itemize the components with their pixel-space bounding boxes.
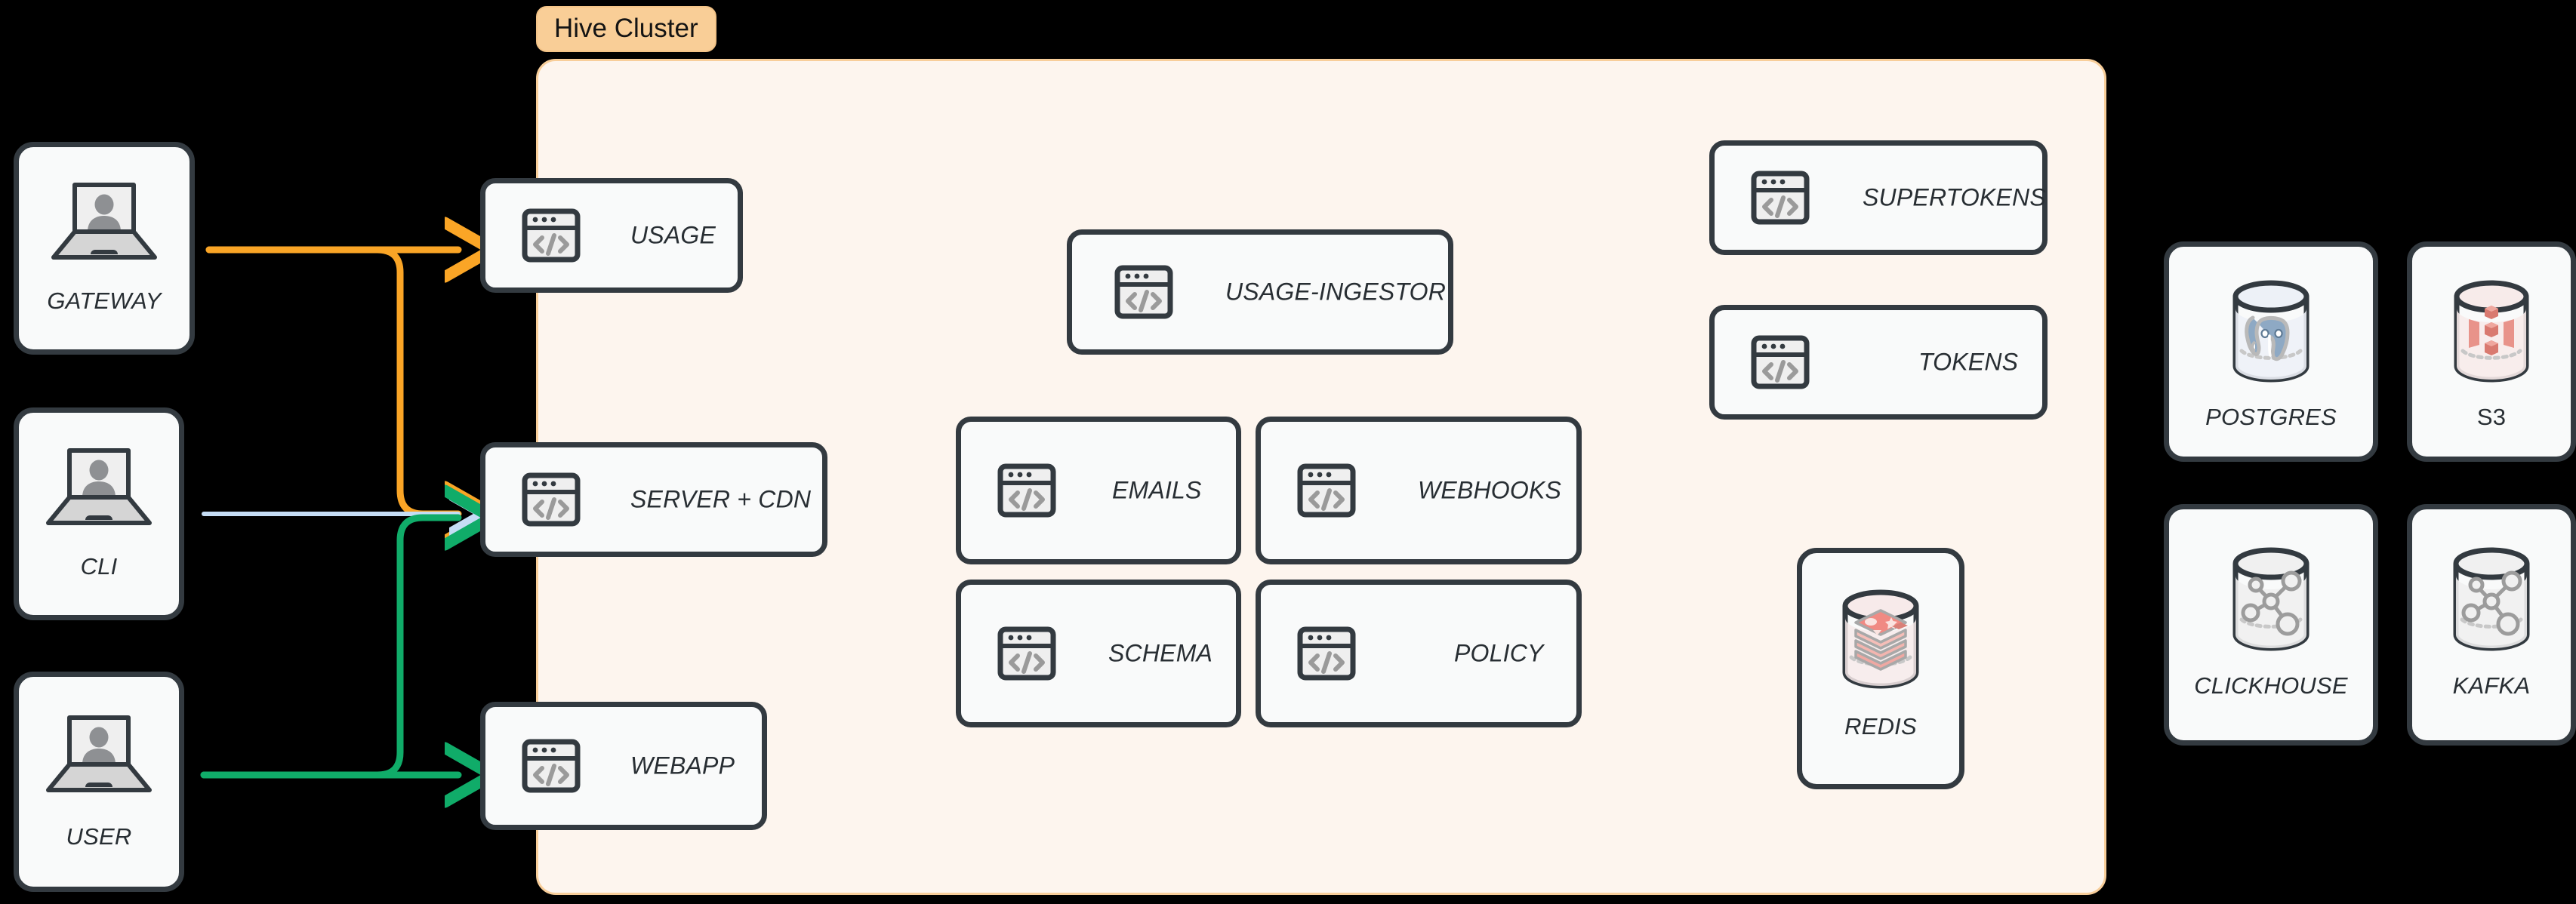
laptop-user-icon xyxy=(48,180,161,265)
service-card-webhooks[interactable]: WEBHOOKS xyxy=(1256,417,1582,564)
service-label-emails: EMAILS xyxy=(1112,476,1202,504)
service-card-webapp[interactable]: WEBAPP xyxy=(480,702,767,830)
client-label-user: USER xyxy=(66,823,132,850)
service-card-emails[interactable]: EMAILS xyxy=(956,417,1241,564)
network-cylinder-icon xyxy=(2439,544,2544,657)
code-window-icon xyxy=(1114,265,1173,319)
datastore-label-redis: REDIS xyxy=(1844,713,1917,739)
service-label-usage: USAGE xyxy=(630,221,716,249)
laptop-user-icon xyxy=(42,713,156,798)
datastore-label-kafka: KAFKA xyxy=(2452,672,2531,699)
service-card-usage[interactable]: USAGE xyxy=(480,178,743,293)
code-window-icon xyxy=(522,739,581,793)
wire-user-to-server-cdn xyxy=(200,518,458,779)
client-node-gateway[interactable]: GATEWAY xyxy=(14,142,195,355)
service-label-webhooks: WEBHOOKS xyxy=(1418,476,1562,504)
service-card-server-cdn[interactable]: SERVER + CDN xyxy=(480,442,827,557)
service-label-tokens: TOKENS xyxy=(1918,348,2019,376)
service-card-supertokens[interactable]: SUPERTOKENS xyxy=(1709,140,2048,255)
s3-cylinder-icon xyxy=(2442,277,2541,389)
datastore-card-postgres[interactable]: POSTGRES xyxy=(2164,241,2378,462)
hive-cluster-badge: Hive Cluster xyxy=(536,6,716,52)
code-window-icon xyxy=(997,626,1056,681)
service-card-usage-ingestor[interactable]: USAGE-INGESTOR xyxy=(1067,229,1453,355)
code-window-icon xyxy=(522,472,581,527)
service-label-usage-ingestor: USAGE-INGESTOR xyxy=(1225,278,1447,306)
service-label-server-cdn: SERVER + CDN xyxy=(630,485,812,513)
service-card-schema[interactable]: SCHEMA xyxy=(956,580,1241,727)
code-window-icon xyxy=(522,208,581,263)
datastore-label-postgres: POSTGRES xyxy=(2205,404,2337,430)
code-window-icon xyxy=(997,463,1056,518)
client-label-gateway: GATEWAY xyxy=(47,287,162,314)
service-label-policy: POLICY xyxy=(1454,639,1544,667)
service-label-supertokens: SUPERTOKENS xyxy=(1863,183,2046,211)
client-node-user[interactable]: USER xyxy=(14,672,184,892)
laptop-user-icon xyxy=(42,446,156,530)
datastore-card-redis[interactable]: REDIS xyxy=(1797,548,1964,789)
wire-gateway-to-server-cdn xyxy=(205,246,458,514)
datastore-card-clickhouse[interactable]: CLICKHOUSE xyxy=(2164,504,2378,746)
code-window-icon xyxy=(1297,463,1356,518)
network-cylinder-icon xyxy=(2219,544,2323,657)
service-card-policy[interactable]: POLICY xyxy=(1256,580,1582,727)
code-window-icon xyxy=(1751,171,1810,225)
service-card-tokens[interactable]: TOKENS xyxy=(1709,305,2048,420)
code-window-icon xyxy=(1751,335,1810,389)
datastore-label-s3: S3 xyxy=(2476,404,2507,430)
service-label-webapp: WEBAPP xyxy=(630,752,735,779)
code-window-icon xyxy=(1297,626,1356,681)
redis-cylinder-icon xyxy=(1832,588,1930,692)
postgres-cylinder-icon xyxy=(2219,277,2323,389)
datastore-card-kafka[interactable]: KAFKA xyxy=(2407,504,2576,746)
service-label-schema: SCHEMA xyxy=(1108,639,1213,667)
client-node-cli[interactable]: CLI xyxy=(14,407,184,620)
datastore-label-clickhouse: CLICKHOUSE xyxy=(2194,672,2348,699)
datastore-card-s3[interactable]: S3 xyxy=(2407,241,2576,462)
client-label-cli: CLI xyxy=(80,553,118,580)
